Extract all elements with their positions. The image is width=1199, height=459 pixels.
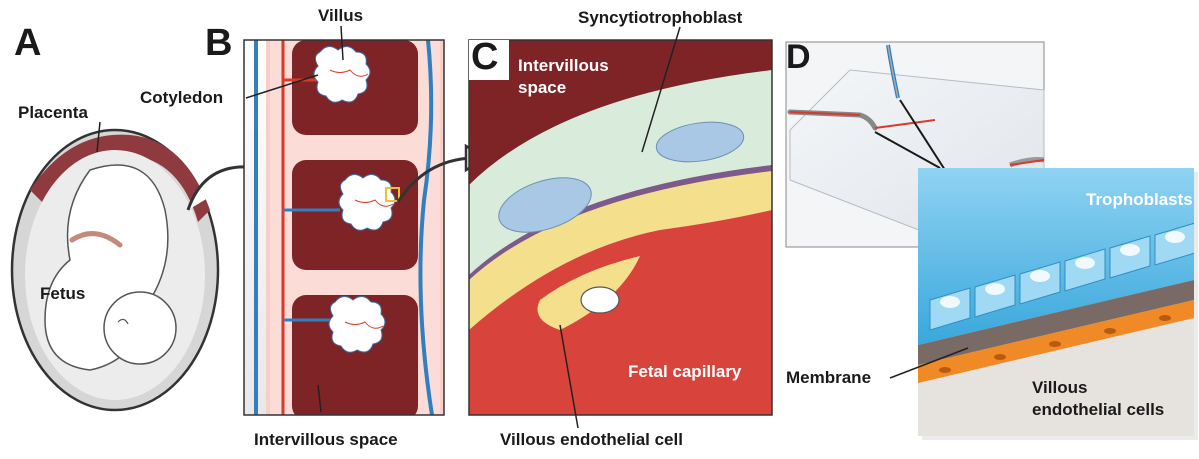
endothelial-nucleus <box>580 286 620 314</box>
c-intervillous-label-2: space <box>518 78 567 97</box>
villus-leader <box>340 25 344 61</box>
villus-top <box>313 46 371 103</box>
panel-d-letter: D <box>786 38 811 76</box>
fetal-capillary <box>469 210 772 415</box>
placenta-label: Placenta <box>18 103 88 122</box>
panel-d-cell-layers <box>918 168 1198 440</box>
panel-a-letter: A <box>14 22 42 64</box>
cotyledon-label: Cotyledon <box>140 88 224 107</box>
fetus-head <box>103 291 177 365</box>
placenta-leader <box>96 121 101 153</box>
placenta-shape <box>30 134 210 222</box>
villous-endothelial-label-2: endothelial cells <box>1032 400 1165 419</box>
villous-endothelial-label-1: Villous <box>1032 378 1088 397</box>
intervillous-leader <box>317 384 322 413</box>
panel-d-chip-photo <box>785 41 1045 248</box>
cotyledon-leader <box>245 74 319 99</box>
umbilical-cord <box>69 231 123 248</box>
membrane-leader <box>889 347 969 379</box>
zoom-box <box>385 187 400 202</box>
panel-c-letter: C <box>471 36 499 78</box>
syncytio-leader <box>641 26 681 153</box>
syncytiotrophoblast-label: Syncytiotrophoblast <box>578 8 743 27</box>
endothelial-leader <box>559 324 579 429</box>
syncytio-nucleus-1 <box>498 177 592 233</box>
fetal-capillary-label: Fetal capillary <box>628 362 742 381</box>
intervillous-space-label: Intervillous space <box>254 430 398 449</box>
membrane-layer <box>918 280 1194 365</box>
fetus-label: Fetus <box>40 284 86 303</box>
villus-label: Villus <box>318 6 364 25</box>
panel-b-illustration <box>244 40 444 415</box>
chip-channel <box>874 131 941 169</box>
syncytio-nucleus-2 <box>655 121 745 163</box>
panel-a-illustration <box>10 128 275 412</box>
c-intervillous-label-1: Intervillous <box>518 56 609 75</box>
membrane-label: Membrane <box>786 368 872 387</box>
arrow-b-to-c <box>396 156 473 203</box>
panel-b-letter: B <box>205 22 233 64</box>
panel-c-illustration <box>469 40 772 415</box>
letter-c-background <box>469 40 509 80</box>
trophoblasts-label: Trophoblasts <box>1086 190 1193 209</box>
villous-endothelial-cell-label: Villous endothelial cell <box>500 430 683 449</box>
